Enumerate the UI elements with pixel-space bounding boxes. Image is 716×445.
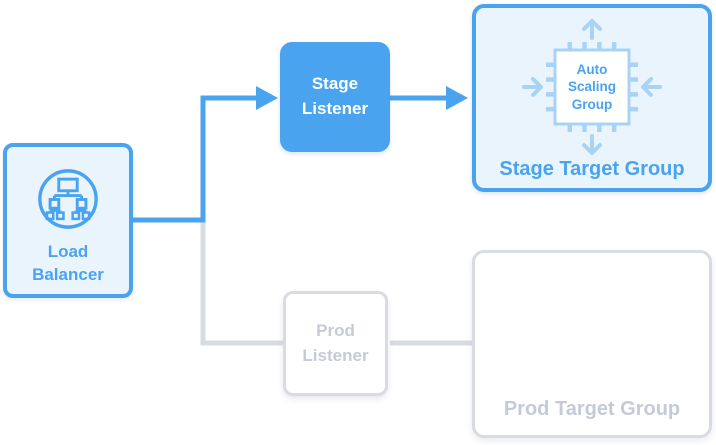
arrow-right-icon	[522, 77, 543, 97]
arrowhead-to-stage-target-group	[446, 86, 468, 110]
load-balancer-label: Load Balancer	[32, 242, 104, 284]
prod-listener-label: Prod Listener	[302, 320, 369, 365]
prod-target-group-label: Prod Target Group	[503, 398, 681, 420]
load-balancer-icon	[38, 169, 98, 229]
node-stage-target-group: Auto Scaling Group Stage Target Group	[472, 4, 712, 192]
arrow-up-icon	[582, 19, 602, 40]
auto-scaling-chip-frame	[522, 19, 662, 155]
edge-load-balancer-to-stage-listener	[133, 95, 257, 223]
stage-target-group-label: Stage Target Group	[499, 158, 685, 180]
stage-listener-label: Stage Listener	[301, 74, 369, 118]
node-prod-target-group: Prod Target Group	[472, 250, 712, 438]
node-stage-listener: Stage Listener	[280, 42, 390, 152]
auto-scaling-chip-icon: Auto Scaling Group	[517, 17, 667, 157]
node-prod-listener: Prod Listener	[283, 291, 388, 396]
arrowhead-to-stage-listener	[256, 86, 278, 110]
auto-scaling-group-label: Auto Scaling Group	[567, 61, 616, 112]
edge-load-balancer-to-prod-listener	[200, 220, 283, 346]
arrow-down-icon	[582, 134, 602, 155]
node-load-balancer: Load Balancer	[3, 143, 133, 298]
arrow-left-icon	[641, 77, 662, 97]
